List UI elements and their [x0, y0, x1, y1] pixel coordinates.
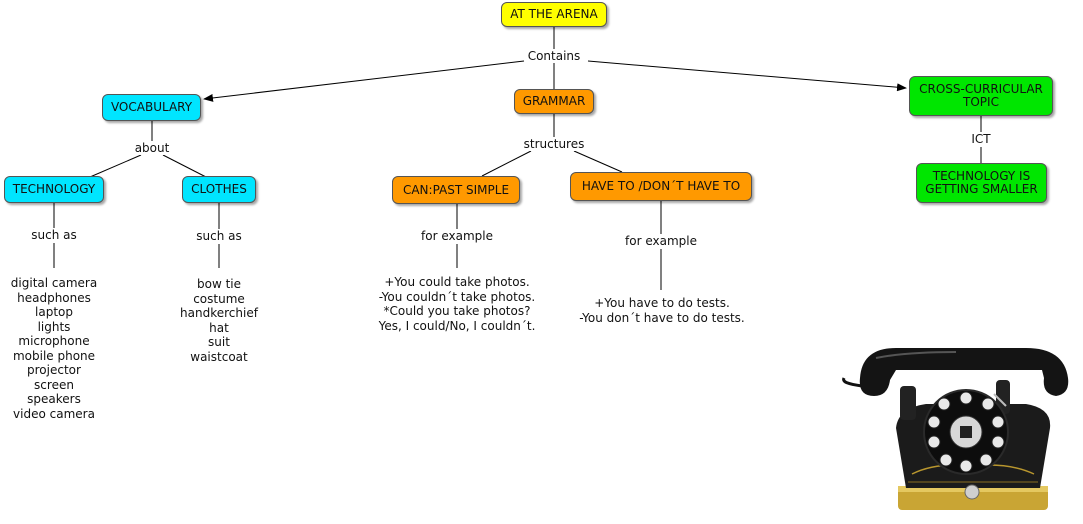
node-clothes: CLOTHES	[182, 176, 256, 203]
list-item: -You couldn´t take photos.	[378, 289, 536, 304]
list-item: lights	[37, 319, 71, 334]
node-at-the-arena: AT THE ARENA	[501, 2, 607, 27]
list-item: microphone	[18, 334, 90, 348]
technology-items-list: digital camera headphones laptop lights …	[11, 276, 97, 421]
list-item: headphones	[17, 290, 91, 305]
link-label-such-as-clothes: such as	[194, 229, 244, 243]
list-item: screen	[34, 377, 74, 392]
link-label-for-example-have-to: for example	[623, 234, 699, 248]
list-item: bow tie	[196, 277, 241, 291]
list-item: suit	[208, 335, 230, 349]
link-label-such-as-technology: such as	[29, 228, 79, 242]
link-label-about: about	[132, 141, 172, 155]
list-item: handkerchief	[180, 306, 258, 320]
node-have-to: HAVE TO /DON´T HAVE TO	[570, 172, 752, 201]
node-vocabulary: VOCABULARY	[102, 94, 201, 121]
list-item: +You could take photos.	[384, 275, 530, 289]
list-item: hat	[209, 320, 229, 335]
can-examples-list: +You could take photos. -You couldn´t ta…	[379, 275, 536, 333]
list-item: video camera	[13, 406, 95, 421]
list-item: costume	[193, 291, 245, 306]
node-can-past-simple: CAN:PAST SIMPLE	[392, 176, 520, 204]
link-label-structures: structures	[521, 137, 587, 151]
list-item: projector	[27, 363, 81, 377]
node-technology-is-getting-smaller: TECHNOLOGY IS GETTING SMALLER	[916, 163, 1047, 203]
link-label-for-example-can: for example	[419, 229, 495, 243]
node-technology: TECHNOLOGY	[4, 176, 104, 203]
list-item: -You don´t have to do tests.	[579, 310, 745, 325]
list-item: waistcoat	[190, 349, 248, 364]
link-label-ict: ICT	[969, 132, 993, 146]
list-item: speakers	[27, 392, 81, 406]
telephone-icon	[842, 348, 1069, 510]
link-label-contains: Contains	[525, 49, 583, 63]
clothes-items-list: bow tie costume handkerchief hat suit wa…	[180, 277, 258, 364]
node-cross-curricular-topic: CROSS-CURRICULAR TOPIC	[909, 76, 1053, 116]
node-grammar: GRAMMAR	[514, 89, 594, 114]
list-item: laptop	[35, 305, 73, 319]
have-to-examples-list: +You have to do tests. -You don´t have t…	[579, 296, 745, 325]
list-item: digital camera	[10, 276, 98, 290]
list-item: mobile phone	[12, 348, 96, 363]
list-item: +You have to do tests.	[594, 296, 730, 310]
list-item: Yes, I could/No, I couldn´t.	[378, 318, 536, 333]
list-item: *Could you take photos?	[383, 304, 531, 318]
